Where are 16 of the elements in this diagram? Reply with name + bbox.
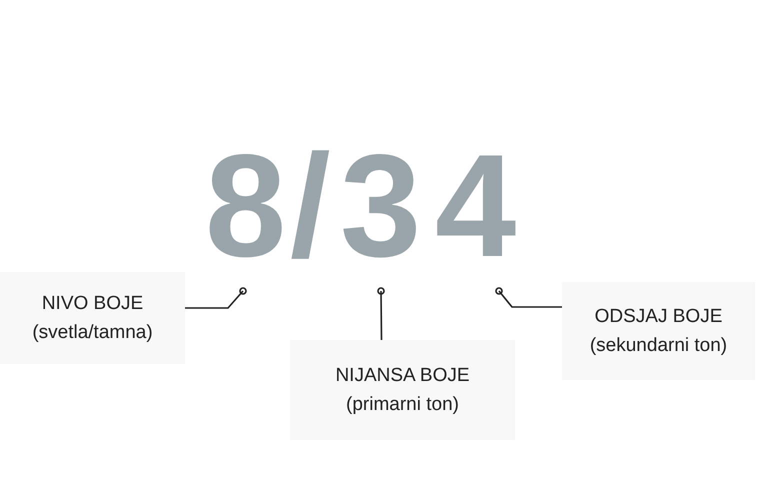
label-subtitle: (svetla/tamna) (32, 321, 153, 345)
label-title: ODSJAJ BOJE (594, 305, 722, 329)
digit: 4 (435, 133, 516, 291)
label-card (562, 282, 755, 380)
label-subtitle: (primarni ton) (346, 393, 459, 417)
leader-line (495, 287, 562, 308)
slash-symbol: / (290, 133, 331, 289)
leader-line (377, 287, 385, 340)
digit: 3 (340, 133, 421, 291)
digit: 8 (205, 133, 286, 291)
label-card (0, 272, 185, 364)
label-title: NIJANSA BOJE (335, 364, 470, 388)
leader-line (185, 287, 247, 309)
label-title: NIVO BOJE (42, 292, 144, 316)
label-subtitle: (sekundarni ton) (590, 334, 728, 358)
label-card (290, 340, 515, 440)
